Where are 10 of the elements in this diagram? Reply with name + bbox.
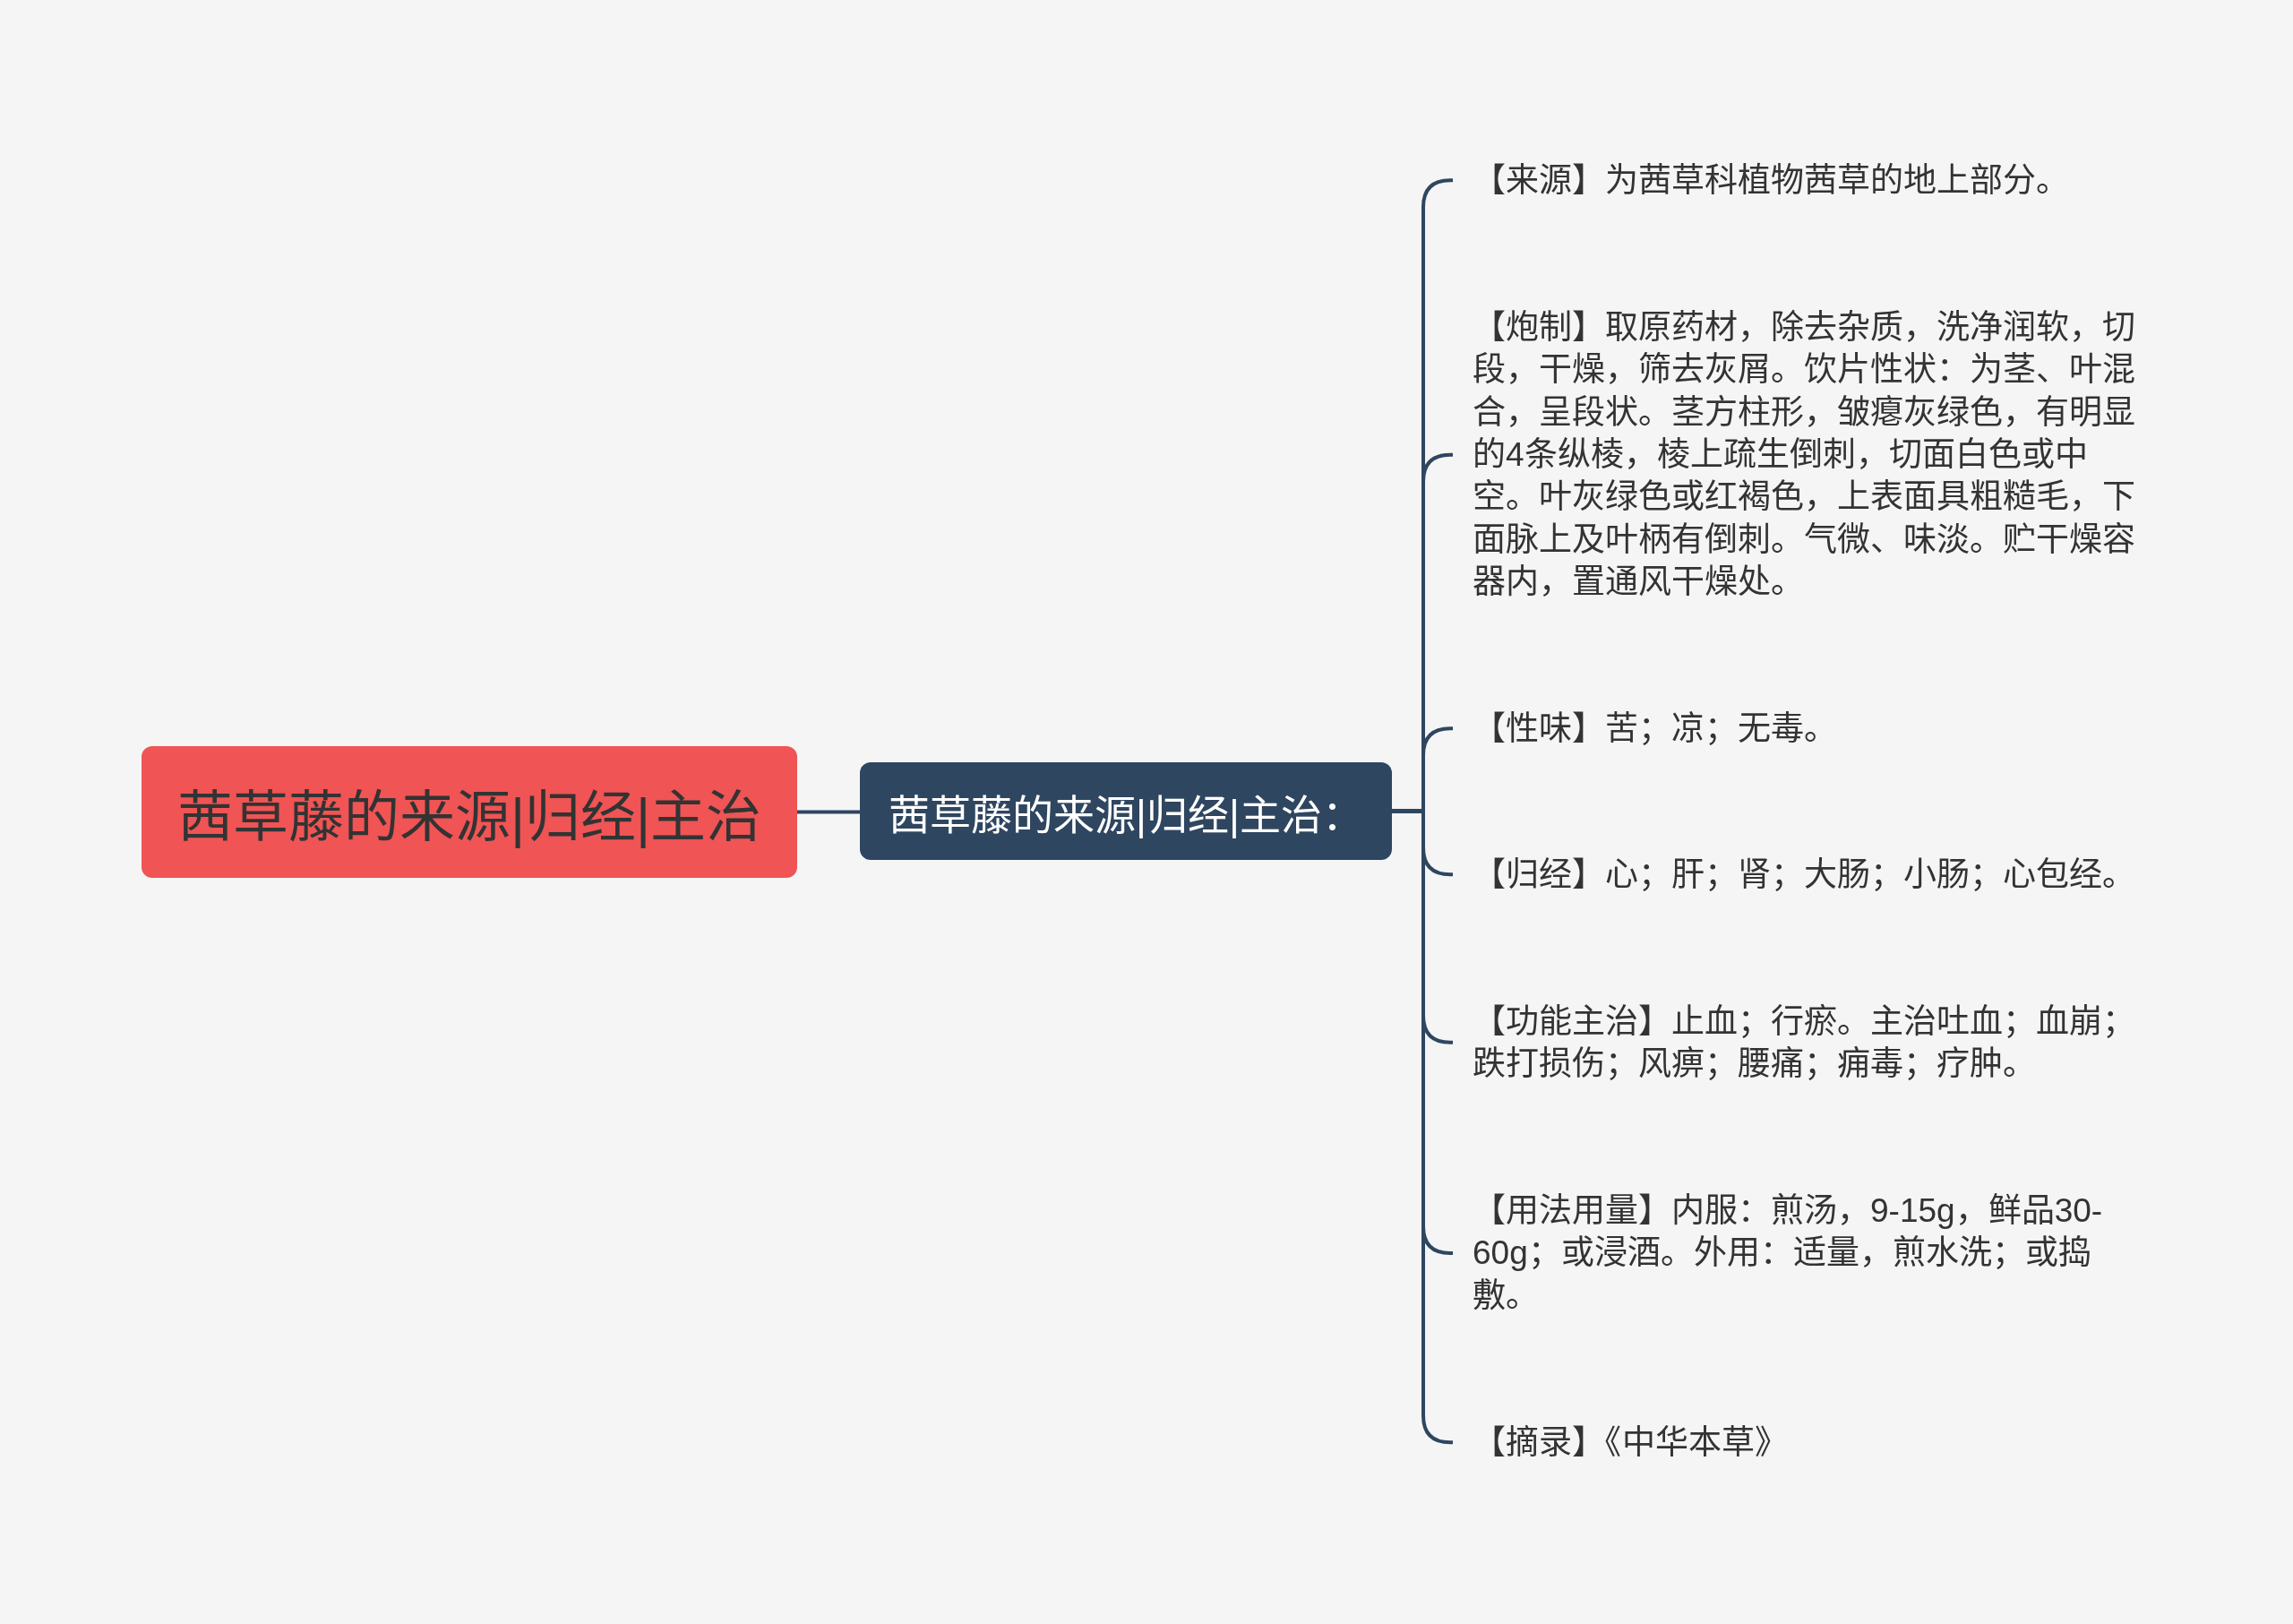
- topic-text: 【摘录】《中华本草》: [1453, 1421, 2144, 1464]
- topic-text: 【性味】苦；凉；无毒。: [1453, 707, 2144, 750]
- central-topic-box: 茜草藤的来源|归经|主治: [142, 746, 797, 878]
- topic-text: 【归经】心；肝；肾；大肠；小肠；心包经。: [1453, 853, 2144, 896]
- topic-box: 茜草藤的来源|归经|主治：: [860, 762, 1392, 860]
- topic-text: 【炮制】取原药材，除去杂质，洗净润软，切段，干燥，筛去灰屑。饮片性状：为茎、叶混合，呈段状。茎方柱形，皱瘪灰绿色，有明显的4条纵棱，棱上疏生倒刺，切面白色或中空。叶灰绿色或红褐色，上表面具粗糙毛，下面脉上及叶柄有倒刺。气微、味淡。贮干燥容器内，置通风干燥处。: [1453, 306, 2144, 604]
- topic-text: 【来源】为茜草科植物茜草的地上部分。: [1453, 159, 2144, 202]
- topic-text: 【功能主治】止血；行瘀。主治吐血；血崩；跌打损伤；风痹；腰痛；痈毒；疗肿。: [1453, 1000, 2144, 1086]
- topic-text: 【用法用量】内服：煎汤，9-15g，鲜品30-60g；或浸酒。外用：适量，煎水洗；或捣敷。: [1453, 1190, 2144, 1318]
- connector-line: [797, 810, 860, 814]
